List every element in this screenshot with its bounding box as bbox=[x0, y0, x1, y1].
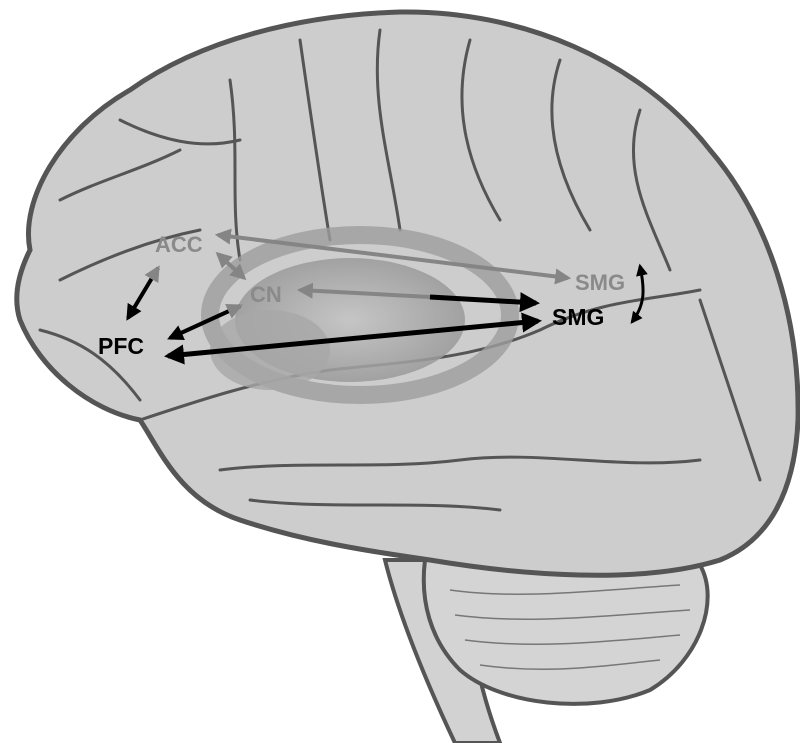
label-smg-black: SMG bbox=[552, 304, 604, 330]
arrow-cn-smg-gray bbox=[296, 282, 431, 299]
arrow-cn-smg-black bbox=[429, 292, 540, 313]
label-cn: CN bbox=[250, 282, 282, 307]
arrow-acc-pfc bbox=[126, 265, 160, 321]
arrow-smg-smg bbox=[630, 263, 648, 324]
label-pfc: PFC bbox=[98, 333, 144, 359]
arrow-acc-smg bbox=[214, 228, 572, 285]
label-smg-gray: SMG bbox=[575, 270, 625, 295]
arrow-acc-cn bbox=[215, 251, 247, 281]
label-acc: ACC bbox=[155, 232, 203, 257]
arrow-pfc-smg bbox=[164, 312, 542, 365]
